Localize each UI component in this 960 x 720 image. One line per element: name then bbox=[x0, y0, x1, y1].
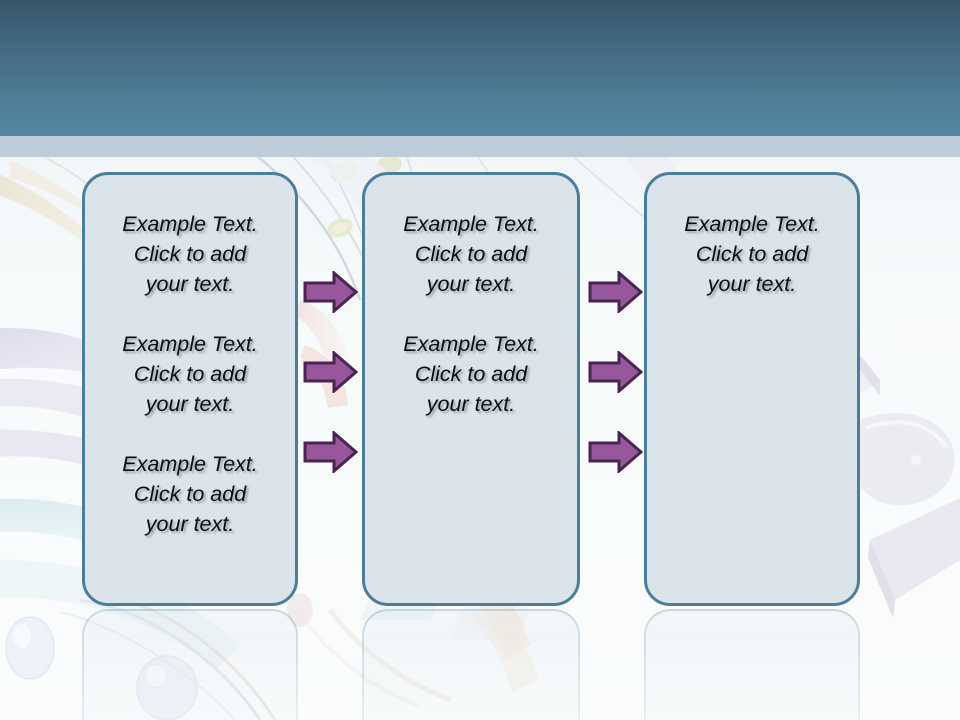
process-box-1[interactable]: Example Text. Click to add your text. Ex… bbox=[82, 172, 298, 606]
arrow-right-icon-2-1[interactable] bbox=[588, 271, 643, 313]
arrow-right-icon-2-3[interactable] bbox=[588, 431, 643, 473]
process-box-1-paragraph-2[interactable]: Example Text. Click to add your text. bbox=[122, 332, 258, 416]
process-box-2-paragraph-2[interactable]: Example Text. Click to add your text. bbox=[403, 332, 539, 416]
title-header-bar bbox=[0, 0, 960, 136]
process-box-2-content: Example Text. Click to add your text. Ex… bbox=[365, 175, 577, 419]
process-box-3-content: Example Text. Click to add your text. bbox=[647, 175, 857, 299]
process-box-1-paragraph-3[interactable]: Example Text. Click to add your text. bbox=[122, 452, 258, 536]
process-box-3[interactable]: Example Text. Click to add your text. bbox=[644, 172, 860, 606]
arrow-right-icon-1-3[interactable] bbox=[303, 431, 358, 473]
process-box-1-paragraph-1[interactable]: Example Text. Click to add your text. bbox=[122, 212, 258, 296]
process-box-3-paragraph-1[interactable]: Example Text. Click to add your text. bbox=[684, 212, 820, 296]
process-box-1-content: Example Text. Click to add your text. Ex… bbox=[85, 175, 295, 539]
process-box-2-paragraph-1[interactable]: Example Text. Click to add your text. bbox=[403, 212, 539, 296]
process-box-2[interactable]: Example Text. Click to add your text. Ex… bbox=[362, 172, 580, 606]
header-accent-strip bbox=[0, 136, 960, 157]
arrow-right-icon-1-1[interactable] bbox=[303, 271, 358, 313]
arrow-right-icon-1-2[interactable] bbox=[303, 351, 358, 393]
arrow-right-icon-2-2[interactable] bbox=[588, 351, 643, 393]
